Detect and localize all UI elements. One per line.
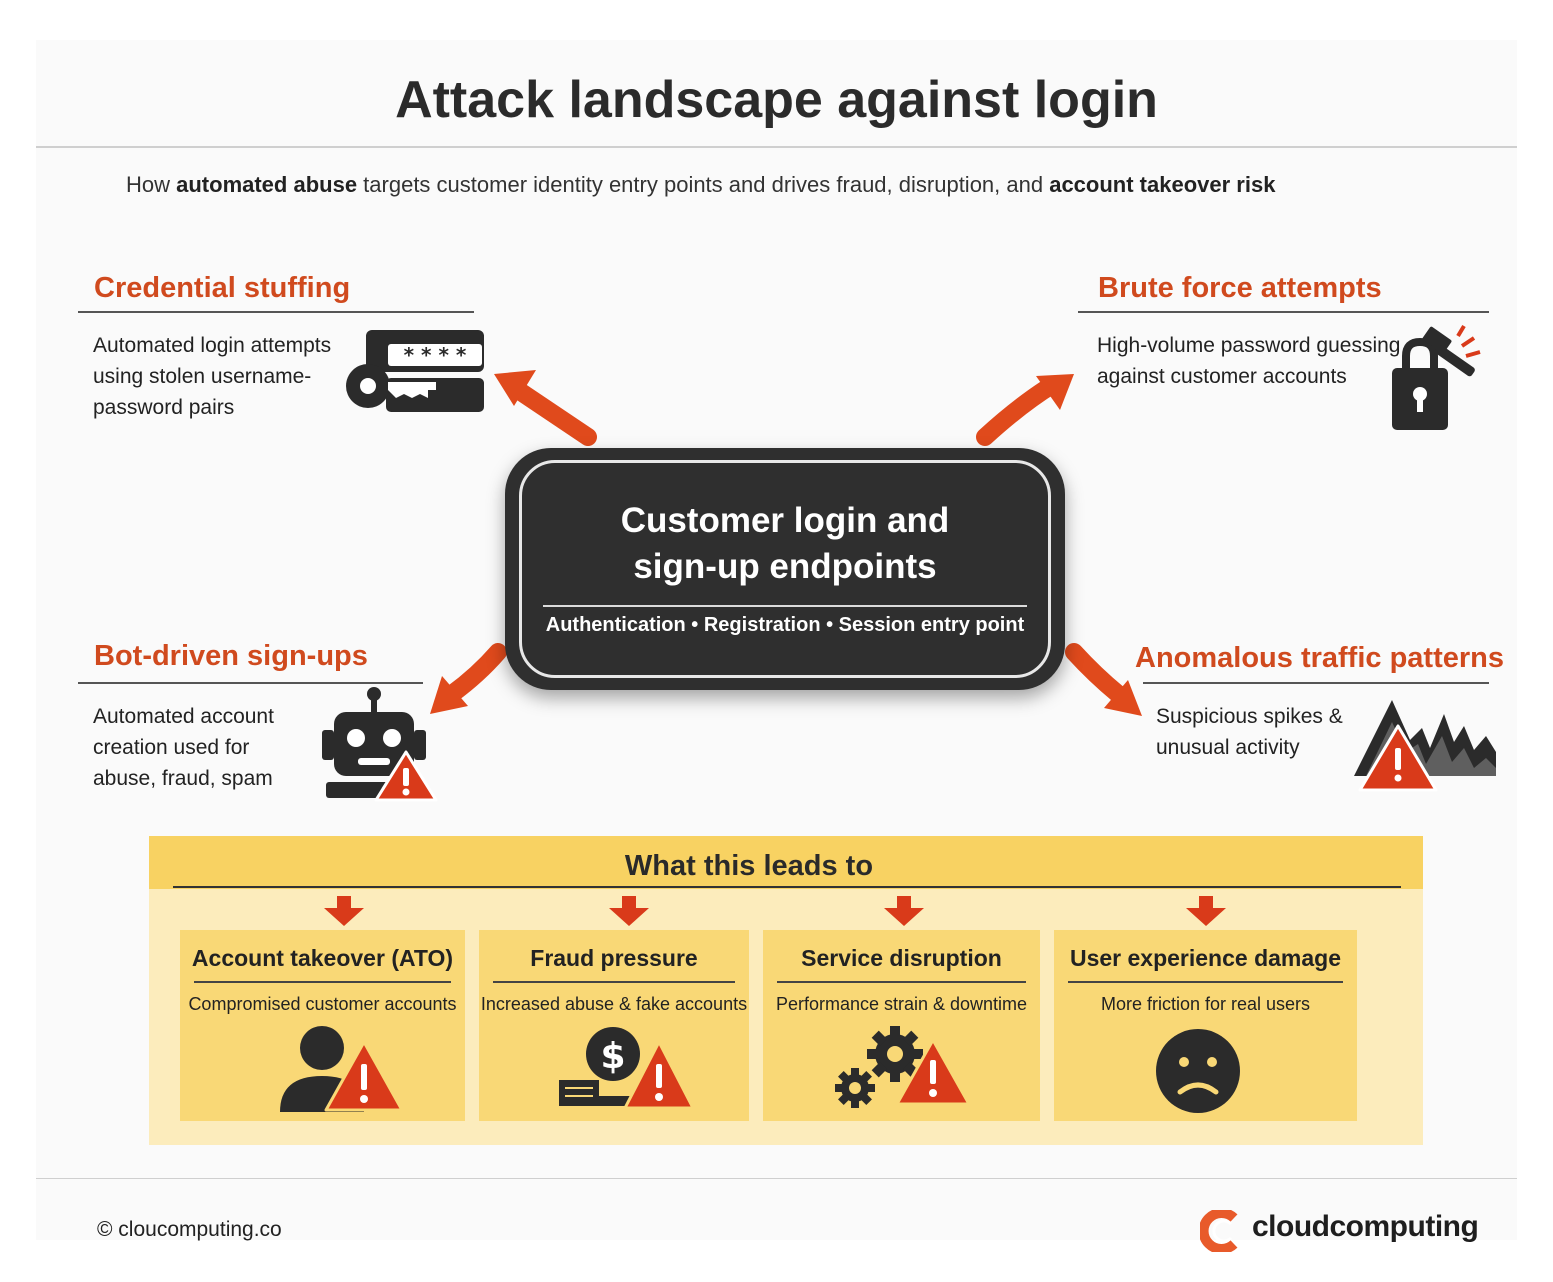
traffic-spike-warning-icon xyxy=(1354,700,1496,792)
credential-stuffing-desc: Automated login attempts using stolen us… xyxy=(93,334,332,419)
card-desc: More friction for real users xyxy=(1100,994,1311,1014)
leads-header xyxy=(149,836,1423,889)
center-box-border xyxy=(519,460,1051,678)
center-endpoints-box: Customer login and sign-up endpoints Aut… xyxy=(505,448,1065,690)
brute-force-desc: High-volume password guessing against cu… xyxy=(1097,334,1401,388)
card-user-experience: User experience damage More friction for… xyxy=(1054,930,1357,1121)
svg-text:* * * *: * * * * xyxy=(404,343,467,367)
card-divider xyxy=(1068,981,1343,983)
center-divider xyxy=(543,605,1027,607)
card-divider xyxy=(777,981,1026,983)
card-desc: Performance strain & downtime xyxy=(775,994,1028,1014)
anomalous-traffic-desc: Suspicious spikes & unusual activity xyxy=(1156,705,1343,759)
card-title: Service disruption xyxy=(801,945,1002,971)
bot-signups-rule xyxy=(78,682,423,684)
footer-copyright: © cloucomputing.co xyxy=(97,1218,282,1241)
title-divider xyxy=(36,146,1517,148)
leads-title: What this leads to xyxy=(624,850,874,882)
sad-face-icon xyxy=(1156,1029,1240,1113)
page-title: Attack landscape against login xyxy=(395,71,1158,129)
center-title: Customer login and sign-up endpoints xyxy=(620,501,950,586)
gears-warning-icon xyxy=(835,1026,971,1108)
cloudcomputing-logo-text[interactable]: cloudcomputing xyxy=(1252,1210,1479,1243)
brute-force-title: Brute force attempts xyxy=(1098,272,1382,304)
center-subtitle: Authentication • Registration • Session … xyxy=(545,614,1025,636)
card-title: User experience damage xyxy=(1069,945,1342,971)
user-warning-icon xyxy=(280,1026,404,1112)
credential-stuffing-title: Credential stuffing xyxy=(94,272,351,304)
hammer-lock-icon xyxy=(1392,324,1481,430)
credential-stuffing-rule xyxy=(78,311,474,313)
page-subtitle: How automated abuse targets customer ide… xyxy=(126,172,1276,197)
robot-warning-icon xyxy=(322,687,438,802)
anomalous-traffic-rule xyxy=(1143,682,1489,684)
card-divider xyxy=(194,981,451,983)
card-service-disruption: Service disruption Performance strain & … xyxy=(763,930,1040,1121)
cloudcomputing-logo-icon xyxy=(1200,1210,1238,1252)
card-divider xyxy=(493,981,735,983)
card-desc: Increased abuse & fake accounts xyxy=(480,994,748,1014)
money-warning-icon: $ xyxy=(559,1027,695,1110)
bot-signups-desc: Automated account creation used for abus… xyxy=(93,705,274,790)
bot-signups-title: Bot-driven sign-ups xyxy=(94,640,368,672)
key-password-icon: * * * * xyxy=(346,330,484,412)
footer-divider xyxy=(36,1178,1517,1179)
card-title: Account takeover (ATO) xyxy=(191,945,454,971)
card-fraud-pressure: Fraud pressure Increased abuse & fake ac… xyxy=(479,930,749,1121)
card-title: Fraud pressure xyxy=(530,945,698,971)
leads-divider xyxy=(173,886,1401,888)
card-desc: Compromised customer accounts xyxy=(188,994,457,1014)
svg-text:$: $ xyxy=(600,1036,625,1077)
anomalous-traffic-title: Anomalous traffic patterns xyxy=(1135,642,1504,674)
card-account-takeover: Account takeover (ATO) Compromised custo… xyxy=(180,930,465,1121)
brute-force-rule xyxy=(1078,311,1489,313)
